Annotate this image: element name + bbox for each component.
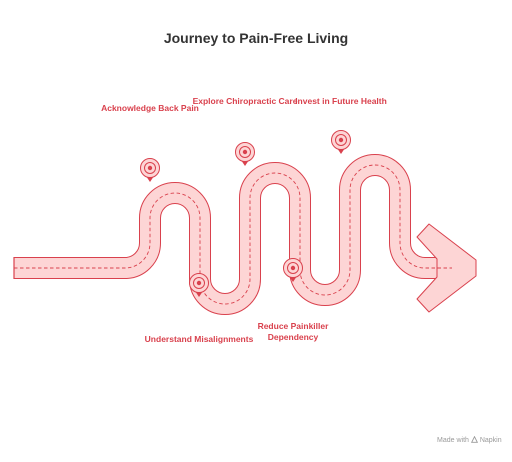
napkin-logo-icon — [470, 436, 478, 443]
step-label-reduce-painkiller-dependency: Reduce Painkiller Dependency — [257, 321, 329, 342]
road-outline — [14, 154, 440, 315]
step-label-explore-chiropractic-care: Explore Chiropractic Care — [192, 96, 298, 106]
step-label-understand-misalignments: Understand Misalignments — [144, 334, 254, 344]
napkin-brand-text: Napkin — [479, 437, 502, 444]
pin-icon — [189, 273, 209, 297]
step-label-acknowledge-back-pain: Acknowledge Back Pain — [101, 103, 199, 113]
pin-icon — [283, 258, 303, 282]
pin-icon — [235, 142, 255, 166]
made-with-credit[interactable]: Made with Napkin — [437, 436, 502, 444]
diagram-title: Journey to Pain-Free Living — [163, 30, 349, 46]
pin-icon — [331, 130, 351, 154]
step-label-invest-in-future-health: Invest in Future Health — [295, 96, 387, 106]
road-center-line — [14, 164, 452, 305]
road-body — [14, 155, 440, 314]
made-with-text: Made with — [437, 437, 469, 444]
pin-icon — [140, 158, 160, 182]
